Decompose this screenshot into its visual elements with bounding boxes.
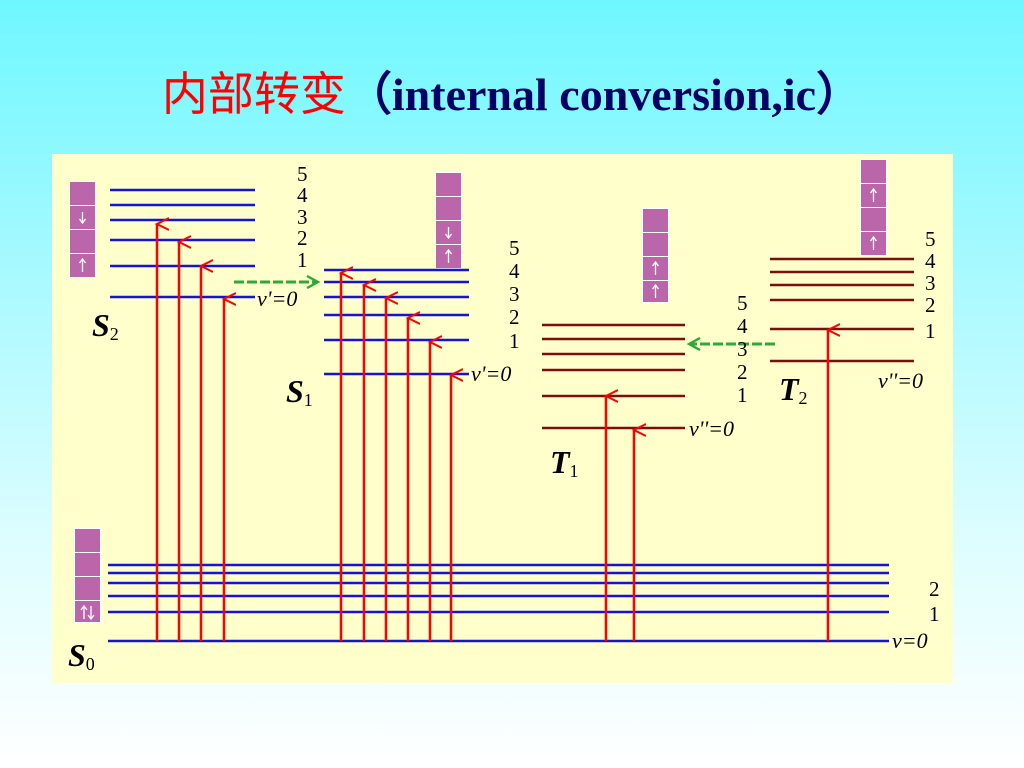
title-chinese: 内部转变 — [161, 67, 346, 121]
t1-levels — [542, 323, 685, 430]
svg-text:2: 2 — [297, 226, 308, 250]
s1-levels — [324, 268, 469, 376]
svg-text:4: 4 — [509, 259, 520, 283]
slide-title: 内部转变（internal conversion,ic） — [0, 62, 1024, 127]
s2-zero-level-label: v'=0 — [257, 286, 297, 311]
internal-conversion-arrows — [234, 282, 775, 344]
state-label-t2: T2 — [779, 371, 808, 408]
t1-level-labels: 5 4 3 2 1 — [737, 291, 748, 407]
svg-text:5: 5 — [925, 227, 936, 251]
orbital-diagram-t1 — [642, 208, 669, 303]
state-label-s0: S0 — [68, 637, 95, 674]
svg-text:2: 2 — [509, 305, 520, 329]
svg-text:3: 3 — [925, 271, 936, 295]
energy-level-diagram-svg: 5 4 3 2 1 5 4 3 2 1 5 4 3 2 1 5 — [68, 159, 940, 674]
svg-text:1: 1 — [737, 383, 748, 407]
svg-text:1: 1 — [509, 329, 520, 353]
electron-spin-up-icon — [869, 187, 878, 202]
svg-text:3: 3 — [509, 282, 520, 306]
orbital-diagram-s1 — [435, 172, 462, 269]
svg-text:5: 5 — [297, 162, 308, 186]
svg-text:5: 5 — [737, 291, 748, 315]
electron-spin-up-icon — [651, 260, 660, 275]
orbital-diagram-s0 — [74, 528, 101, 623]
s2-levels — [110, 188, 255, 299]
svg-text:1: 1 — [297, 248, 308, 272]
electron-spin-up-icon — [80, 604, 88, 619]
t1-zero-level-label: v''=0 — [689, 416, 734, 441]
s0-zero-level-label: v=0 — [892, 628, 928, 653]
electron-spin-down-icon — [444, 227, 453, 240]
state-label-s1: S1 — [286, 373, 313, 410]
energy-level-diagram: 5 4 3 2 1 5 4 3 2 1 5 4 3 2 1 5 — [52, 154, 953, 683]
title-english: （internal conversion,ic） — [345, 69, 863, 120]
svg-text:5: 5 — [509, 236, 520, 260]
t2-zero-level-label: v''=0 — [878, 368, 923, 393]
absorption-arrows — [157, 224, 828, 641]
svg-text:3: 3 — [737, 337, 748, 361]
electron-spin-down-icon — [87, 606, 95, 621]
svg-text:3: 3 — [297, 205, 308, 229]
state-label-s2: S2 — [92, 307, 119, 344]
s0-level-labels: 2 1 — [929, 577, 940, 626]
orbital-diagram-t2 — [860, 159, 887, 256]
s2-level-labels: 5 4 3 2 1 — [297, 162, 308, 272]
electron-spin-down-icon — [78, 212, 87, 225]
electron-spin-up-icon — [869, 235, 878, 250]
svg-text:1: 1 — [925, 319, 936, 343]
svg-text:2: 2 — [929, 577, 940, 601]
svg-text:4: 4 — [925, 249, 936, 273]
s0-levels — [108, 563, 889, 643]
svg-text:4: 4 — [737, 314, 748, 338]
electron-spin-up-icon — [651, 283, 660, 298]
svg-text:4: 4 — [297, 183, 308, 207]
electron-spin-up-icon — [78, 257, 87, 272]
orbital-diagram-s2 — [69, 181, 96, 278]
t2-level-labels: 5 4 3 2 1 — [925, 227, 936, 343]
s1-zero-level-label: v'=0 — [471, 361, 511, 386]
svg-text:2: 2 — [925, 293, 936, 317]
t2-levels — [770, 257, 914, 363]
electron-spin-up-icon — [444, 248, 453, 263]
svg-text:1: 1 — [929, 602, 940, 626]
s1-level-labels: 5 4 3 2 1 — [509, 236, 520, 353]
svg-text:2: 2 — [737, 360, 748, 384]
state-label-t1: T1 — [550, 444, 579, 481]
